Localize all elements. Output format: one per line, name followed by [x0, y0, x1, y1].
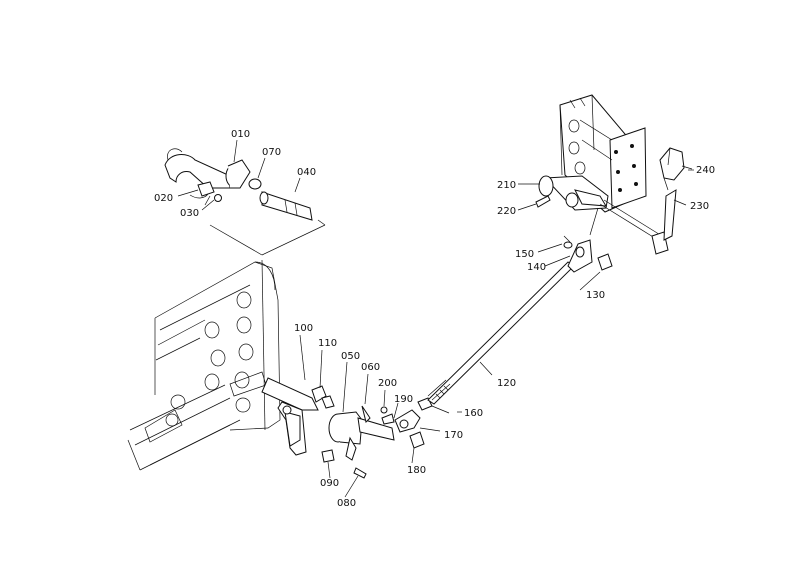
callout-050: 050: [341, 351, 360, 362]
callout-220: 220: [497, 206, 516, 217]
callout-230: 230: [690, 201, 709, 212]
callout-010: 010: [231, 129, 250, 140]
callout-060: 060: [361, 362, 380, 373]
callout-130: 130: [586, 290, 605, 301]
callout-210: 210: [497, 180, 516, 191]
callout-110: 110: [318, 338, 337, 349]
callout-040: 040: [297, 167, 316, 178]
callout-190: 190: [394, 394, 413, 405]
callout-180: 180: [407, 465, 426, 476]
leader-lines: [177, 139, 693, 498]
callout-090: 090: [320, 478, 339, 489]
upper-right-assembly: [535, 94, 685, 273]
callout-020: 020: [154, 193, 173, 204]
lower-shift-mechanism: [261, 377, 433, 479]
callout-070: 070: [262, 147, 281, 158]
callout-080: 080: [337, 498, 356, 509]
leader-dashes: [457, 169, 694, 413]
callout-100: 100: [294, 323, 313, 334]
callout-120: 120: [497, 378, 516, 389]
callout-170: 170: [444, 430, 463, 441]
upper-arm-assembly: [164, 148, 313, 221]
callout-030: 030: [180, 208, 199, 219]
callout-160: 160: [464, 408, 483, 419]
callout-labels: 010 020 030 040 050 060 070 080 090 100 …: [154, 129, 715, 509]
callout-140: 140: [527, 262, 546, 273]
transmission-housing: [127, 259, 281, 471]
callout-240: 240: [696, 165, 715, 176]
callout-200: 200: [378, 378, 397, 389]
reference-lines: [209, 219, 326, 256]
callout-150: 150: [515, 249, 534, 260]
